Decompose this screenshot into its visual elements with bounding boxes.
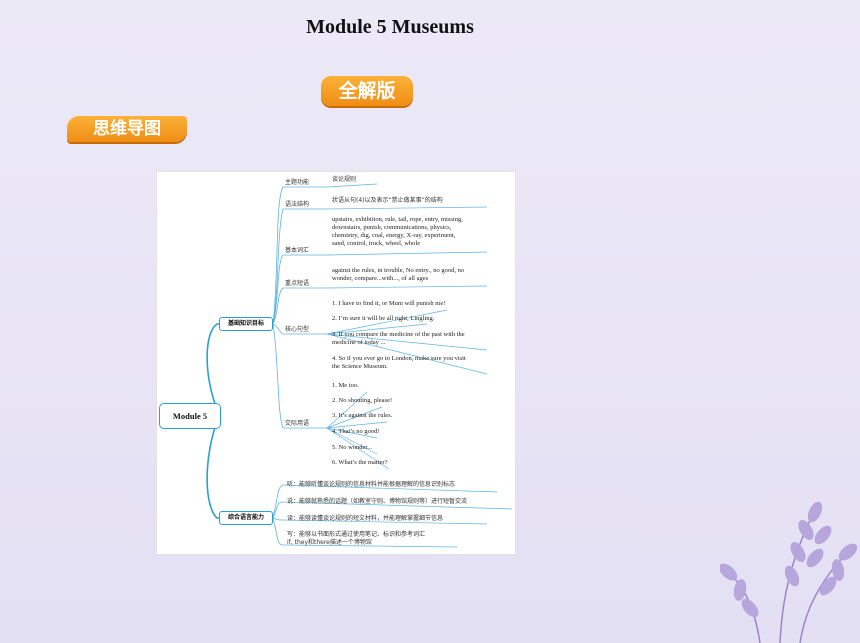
mind-map-lines — [206, 183, 513, 548]
sentence-line: medicine of today ... — [332, 339, 386, 346]
lavender-decoration — [720, 501, 858, 643]
mind-map: Module 5 基础知识目标 综合语言能力 主题功能 语法结构 基本词汇 重点… — [156, 171, 516, 555]
sentence-line: 3. If you compare the medicine of the pa… — [332, 331, 465, 338]
sentence-line: 1. I have to find it, or Mum will punish… — [332, 300, 446, 307]
skill-listening: 听：能够听懂谈论规则的信息材料并能根据理解的信息识别标志 — [287, 481, 456, 488]
communication-line: 3. It’s against the rules. — [332, 412, 393, 419]
mindmap-root: Module 5 — [159, 403, 221, 429]
communication-line: 5. No wonder... — [332, 444, 373, 451]
skill-reading: 读：能够读懂谈论规则的短文材料，并能理解掌握细节信息 — [287, 515, 444, 522]
communication-line: 4. That’s no good! — [332, 428, 380, 435]
sentence-line: 4. So if you ever go to London, make sur… — [332, 355, 466, 362]
topic-sentences: 核心句型 — [285, 326, 310, 333]
edition-badge: 全解版 — [321, 76, 413, 106]
topic-phrases: 重点短语 — [285, 280, 310, 287]
page-title: Module 5 Museums — [306, 16, 474, 38]
vocab-line: downstairs, punish, communications, phys… — [332, 224, 452, 231]
topic-vocab: 基本词汇 — [285, 247, 310, 254]
branch-knowledge-goals: 基础知识目标 — [219, 317, 273, 331]
communication-line: 2. No shouting, please! — [332, 397, 393, 404]
sentence-line: 2. I’m sure it will be all right, Lingli… — [332, 315, 435, 322]
topic-communication: 交际用语 — [285, 420, 310, 427]
skill-writing: 写：能够以书面形式通过使用笔记、标识和参考词汇 — [287, 531, 426, 538]
skill-speaking: 说：能够就熟悉的话题（如教室守则、博物馆规则等）进行短暂交流 — [287, 498, 468, 505]
grammar-text: 状语从句(4)以及表示“禁止做某事”的结构 — [332, 197, 443, 204]
theme-text: 谈论规则 — [332, 176, 357, 183]
phrase-line: wonder, compare...with..., of all ages — [332, 275, 429, 282]
sentence-line: the Science Museum. — [332, 363, 388, 370]
branch-language-skills: 综合语言能力 — [219, 511, 273, 525]
topic-theme: 主题功能 — [285, 179, 310, 186]
vocab-line: upstairs, exhibition, rule, tail, rope, … — [332, 216, 463, 223]
phrase-line: against the rules, in trouble, No entry.… — [332, 267, 465, 274]
section-tag-mindmap: 思维导图 — [67, 116, 187, 142]
communication-line: 1. Me too. — [332, 382, 359, 389]
communication-line: 6. What’s the matter? — [332, 459, 388, 466]
vocab-line: chemistry, dig, coal, energy, X-ray, exp… — [332, 232, 456, 239]
skill-writing-cont: if, they和there描述一个博物馆 — [287, 539, 372, 546]
topic-grammar: 语法结构 — [285, 201, 310, 208]
vocab-line: sand, control, truck, wheel, whole — [332, 240, 421, 247]
